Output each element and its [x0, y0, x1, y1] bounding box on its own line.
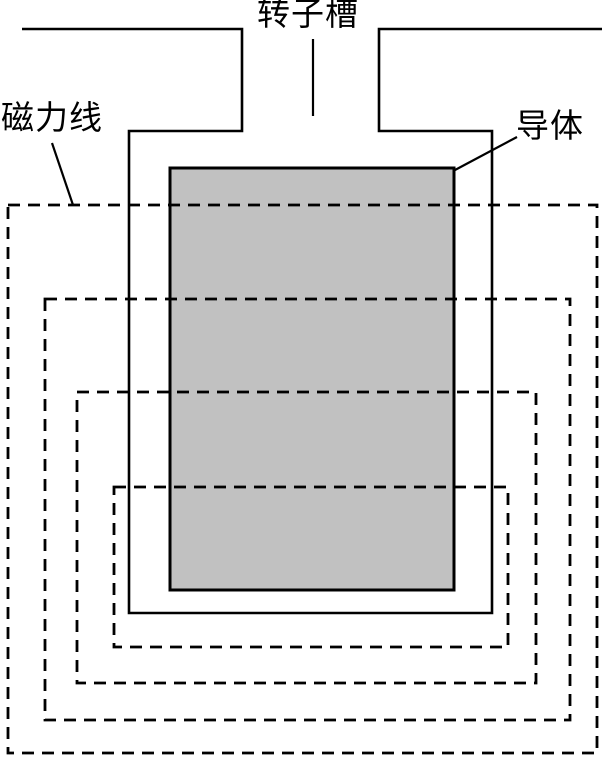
- conductor-label: 导体: [516, 109, 584, 145]
- field-lines-leader-line: [50, 142, 75, 206]
- leader-lines: [50, 39, 518, 206]
- slot-outline: [22, 27, 602, 615]
- field-line-loop-outer: [6, 203, 599, 755]
- conductor-outline: [168, 166, 456, 592]
- conductor-leader-line: [454, 136, 518, 171]
- rotor-slot-label: 转子槽: [257, 0, 359, 33]
- field-line-loops: [6, 203, 599, 755]
- field-lines-label: 磁力线: [1, 101, 103, 137]
- field-line-loop-2: [43, 297, 572, 722]
- conductor-shape: [170, 168, 454, 590]
- field-line-loop-3: [75, 390, 538, 685]
- field-line-loop-inner: [112, 485, 510, 649]
